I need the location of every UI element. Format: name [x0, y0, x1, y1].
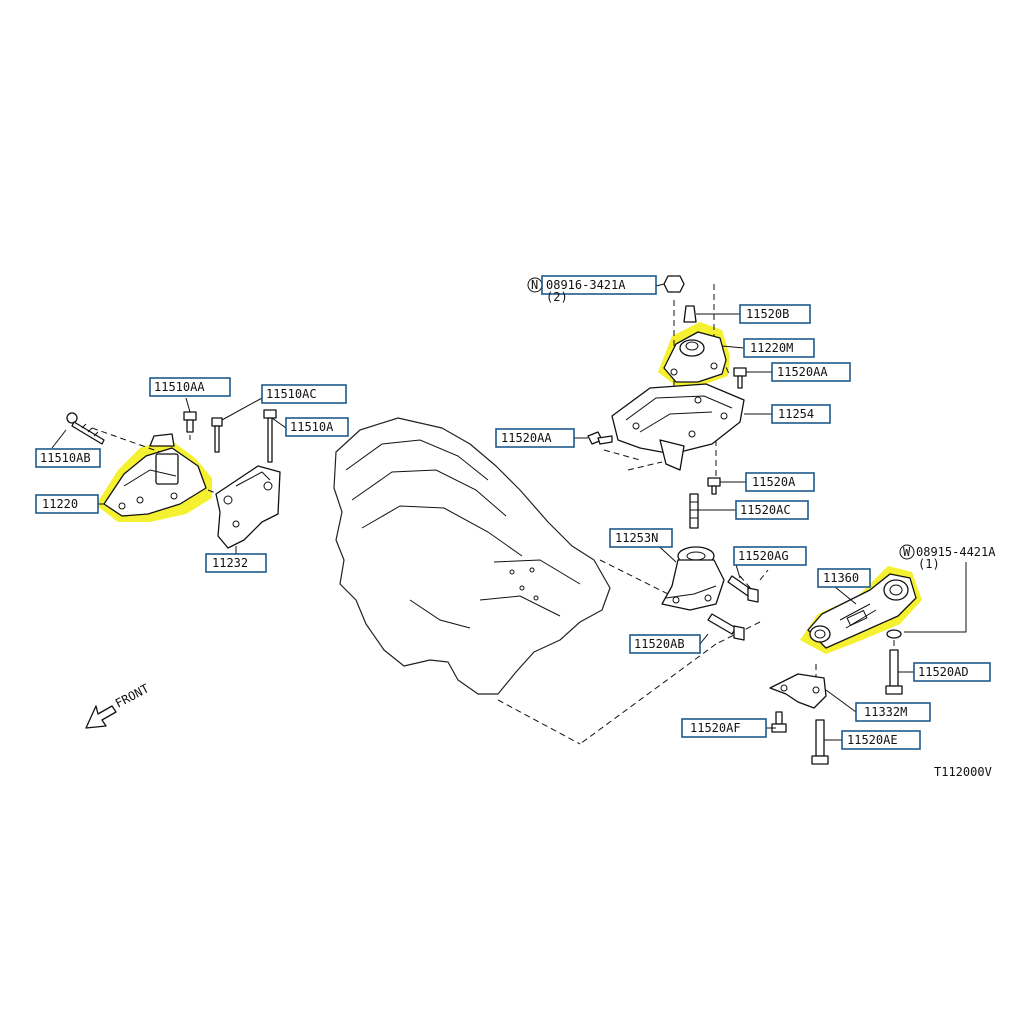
svg-text:11253N: 11253N — [615, 531, 658, 545]
stud-11520ac — [689, 493, 699, 529]
label-11520b: 11520B — [739, 304, 811, 324]
svg-text:11520AD: 11520AD — [918, 665, 969, 679]
label-11220m: 11220M — [743, 338, 815, 358]
svg-text:11510AC: 11510AC — [266, 387, 317, 401]
bolt-11510aa — [183, 411, 197, 433]
label-11520ab: 11520AB — [629, 634, 701, 654]
label-11220: 11220 — [35, 494, 99, 514]
bolt-11510ac — [211, 417, 223, 453]
mount-11220 — [103, 433, 207, 517]
svg-text:11520AA: 11520AA — [777, 365, 828, 379]
label-11520ae: 11520AE — [841, 730, 921, 750]
label-11520aa-right: 11520AA — [771, 362, 851, 382]
bolt-11520ae — [811, 719, 829, 765]
svg-text:08915-4421A: 08915-4421A — [916, 545, 996, 559]
label-11253n: 11253N — [609, 528, 673, 548]
svg-text:08916-3421A: 08916-3421A — [546, 278, 626, 292]
svg-text:11360: 11360 — [823, 571, 859, 585]
nut-08916-3421a — [663, 275, 685, 293]
bracket-11232 — [215, 465, 281, 549]
part-labels: 11510AB 11510AA 11510AC 11510A 11220 112… — [35, 275, 996, 779]
svg-text:11220: 11220 — [42, 497, 78, 511]
label-08915-4421a: W 08915-4421A (1) — [899, 544, 996, 571]
svg-text:11232: 11232 — [212, 556, 248, 570]
svg-text:11520AC: 11520AC — [740, 503, 791, 517]
svg-text:11510AA: 11510AA — [154, 380, 205, 394]
label-11332m: 11332M — [855, 702, 931, 722]
front-indicator: FRONT — [85, 681, 151, 729]
front-label: FRONT — [113, 681, 151, 710]
upper-mount-group — [587, 275, 747, 529]
svg-text:11520AE: 11520AE — [847, 733, 898, 747]
bracket-11254 — [611, 383, 745, 471]
washer-08915-4421a — [886, 629, 902, 639]
front-arrow-icon — [85, 705, 117, 729]
svg-text:11254: 11254 — [778, 407, 814, 421]
label-11520ad: 11520AD — [913, 662, 991, 682]
bolt-11520aa-left — [587, 431, 613, 445]
svg-text:11520AG: 11520AG — [738, 549, 789, 563]
label-11520a: 11520A — [745, 472, 815, 492]
label-08916-3421a: N 08916-3421A (2) — [527, 275, 657, 304]
svg-text:11520AB: 11520AB — [634, 637, 685, 651]
label-11510ac: 11510AC — [261, 384, 347, 404]
label-11520aa-left: 11520AA — [495, 428, 575, 448]
diagram-code: T112000V — [934, 765, 992, 779]
svg-text:11510A: 11510A — [290, 420, 334, 434]
bracket-11332m — [769, 673, 827, 709]
svg-text:(1): (1) — [918, 557, 940, 571]
stud-11520b — [683, 305, 697, 323]
label-11510aa: 11510AA — [149, 377, 231, 397]
bolt-11520ag — [727, 575, 759, 603]
label-11510a: 11510A — [285, 417, 349, 437]
svg-text:11520AF: 11520AF — [690, 721, 741, 735]
bolt-11520aa-right — [733, 367, 747, 389]
label-11520af: 11520AF — [681, 718, 767, 738]
svg-text:N: N — [531, 278, 538, 292]
bolt-11520a — [707, 477, 721, 495]
label-11520ac: 11520AC — [735, 500, 809, 520]
bracket-11253n-group — [661, 546, 759, 641]
svg-text:W: W — [903, 545, 911, 559]
torque-rod-11360 — [807, 573, 917, 649]
label-11520ag: 11520AG — [733, 546, 807, 566]
svg-text:11520A: 11520A — [752, 475, 796, 489]
leader-lines — [51, 283, 967, 741]
svg-text:11520AA: 11520AA — [501, 431, 552, 445]
svg-text:11520B: 11520B — [746, 307, 789, 321]
bolt-11520af — [771, 711, 787, 733]
mount-11220m — [663, 331, 727, 383]
svg-text:11332M: 11332M — [864, 705, 907, 719]
svg-text:(2): (2) — [546, 290, 568, 304]
left-mount-group — [66, 409, 281, 549]
bolt-11510a — [263, 409, 277, 463]
svg-text:11220M: 11220M — [750, 341, 793, 355]
bolt-11520ad — [885, 649, 903, 695]
label-11510ab: 11510AB — [35, 448, 101, 468]
bolt-11520ab — [707, 613, 745, 641]
label-11232: 11232 — [205, 553, 267, 573]
engine-block — [333, 417, 611, 695]
bolt-11510ab — [66, 412, 105, 445]
svg-text:11510AB: 11510AB — [40, 451, 91, 465]
bracket-11253n — [661, 546, 725, 611]
rear-mount-group — [769, 573, 917, 765]
label-11360: 11360 — [817, 568, 871, 588]
label-11254: 11254 — [771, 404, 831, 424]
